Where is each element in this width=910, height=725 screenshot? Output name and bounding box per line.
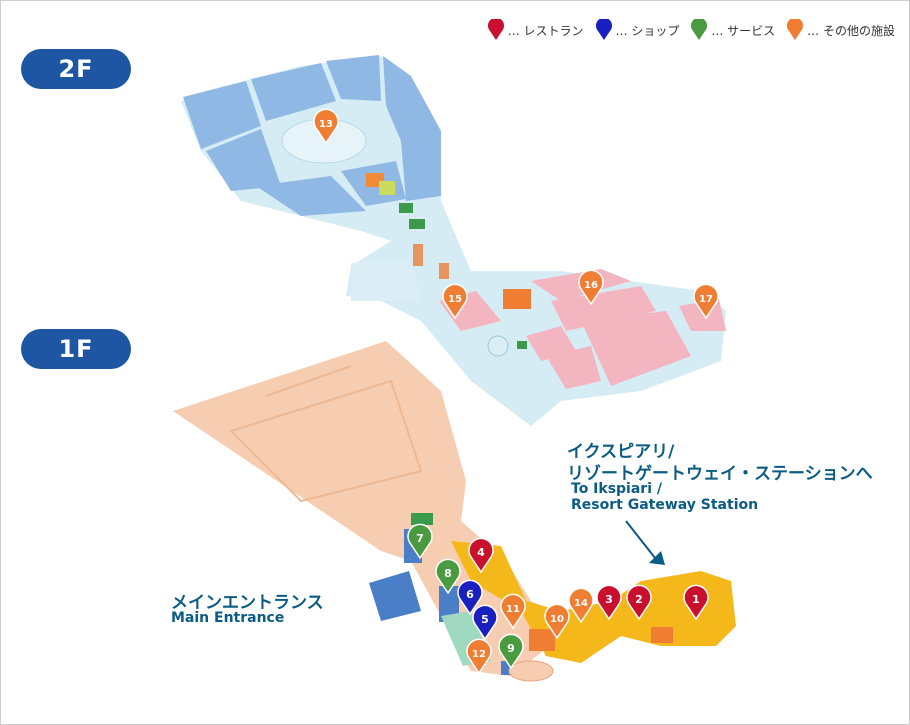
map-pin-5[interactable]: 5 (472, 604, 498, 641)
pin-marker-icon (626, 584, 652, 621)
pin-number: 15 (448, 294, 462, 305)
pin-number: 10 (550, 614, 564, 625)
map-pin-14[interactable]: 14 (568, 587, 594, 624)
shop-pin-icon (595, 19, 612, 40)
map-pin-2[interactable]: 2 (626, 584, 652, 621)
pin-marker-icon (407, 523, 433, 560)
legend-item-shop: … ショップ (595, 19, 680, 41)
pin-marker-icon (693, 283, 719, 320)
pin-marker-icon (683, 584, 709, 621)
legend-label: … ショップ (615, 23, 680, 38)
entrance-label-jp: メインエントランス (171, 593, 324, 613)
map-pin-10[interactable]: 10 (544, 603, 570, 640)
other-pin-icon (787, 19, 804, 40)
pin-number: 7 (416, 532, 424, 545)
legend-label: … サービス (711, 23, 776, 38)
map-pin-12[interactable]: 12 (466, 638, 492, 675)
pin-number: 9 (507, 642, 515, 655)
map-pin-8[interactable]: 8 (435, 558, 461, 595)
service-pin-icon (691, 19, 708, 40)
map-pin-15[interactable]: 15 (442, 283, 468, 320)
pin-number: 13 (319, 119, 333, 130)
pin-marker-icon (578, 269, 604, 306)
floor-2f-plan (181, 55, 726, 426)
ikspiari-label-en-2: Resort Gateway Station (571, 497, 759, 513)
floor-badge-1f[interactable]: 1F (21, 329, 131, 369)
pin-marker-icon (466, 638, 492, 675)
pin-marker-icon (442, 283, 468, 320)
legend-item-service: … サービス (691, 19, 775, 41)
ikspiari-label-en-1: To Ikspiari / (571, 481, 662, 497)
map-pin-7[interactable]: 7 (407, 523, 433, 560)
pin-number: 1 (692, 593, 700, 606)
pin-number: 4 (477, 546, 485, 559)
pin-number: 11 (506, 604, 520, 615)
entrance-label-en: Main Entrance (171, 610, 285, 626)
ikspiari-label-jp-2: リゾートゲートウェイ・ステーションへ (567, 464, 873, 484)
pin-marker-icon (472, 604, 498, 641)
pin-number: 12 (472, 649, 486, 660)
pin-number: 2 (635, 593, 643, 606)
map-pin-3[interactable]: 3 (596, 584, 622, 621)
map-pin-6[interactable]: 6 (457, 579, 483, 616)
pin-number: 16 (584, 280, 598, 291)
pin-marker-icon (457, 579, 483, 616)
map-pin-1[interactable]: 1 (683, 584, 709, 621)
pin-number: 8 (444, 567, 452, 580)
ikspiari-label-jp-1: イクスピアリ/ (567, 442, 675, 462)
floor-badge-2f[interactable]: 2F (21, 49, 131, 89)
pin-marker-icon (313, 108, 339, 145)
restaurant-pin-icon (487, 19, 504, 40)
legend-label: … その他の施設 (807, 23, 895, 38)
map-pin-16[interactable]: 16 (578, 269, 604, 306)
pin-marker-icon (435, 558, 461, 595)
pin-marker-icon (596, 584, 622, 621)
pin-number: 3 (605, 593, 613, 606)
legend-item-other: … その他の施設 (787, 19, 895, 41)
legend: … レストラン … ショップ … サービス … その他の施設 (487, 19, 895, 41)
map-pin-4[interactable]: 4 (468, 537, 494, 574)
pin-marker-icon (500, 593, 526, 630)
pin-marker-icon (568, 587, 594, 624)
pin-number: 6 (466, 588, 474, 601)
map-pin-9[interactable]: 9 (498, 633, 524, 670)
pin-number: 5 (481, 613, 489, 626)
map-pin-17[interactable]: 17 (693, 283, 719, 320)
pin-marker-icon (468, 537, 494, 574)
pin-marker-icon (498, 633, 524, 670)
pin-number: 17 (699, 294, 713, 305)
map-pin-13[interactable]: 13 (313, 108, 339, 145)
map-pin-11[interactable]: 11 (500, 593, 526, 630)
legend-label: … レストラン (507, 23, 584, 38)
legend-item-restaurant: … レストラン (487, 19, 584, 41)
pin-marker-icon (544, 603, 570, 640)
pin-number: 14 (574, 598, 588, 609)
